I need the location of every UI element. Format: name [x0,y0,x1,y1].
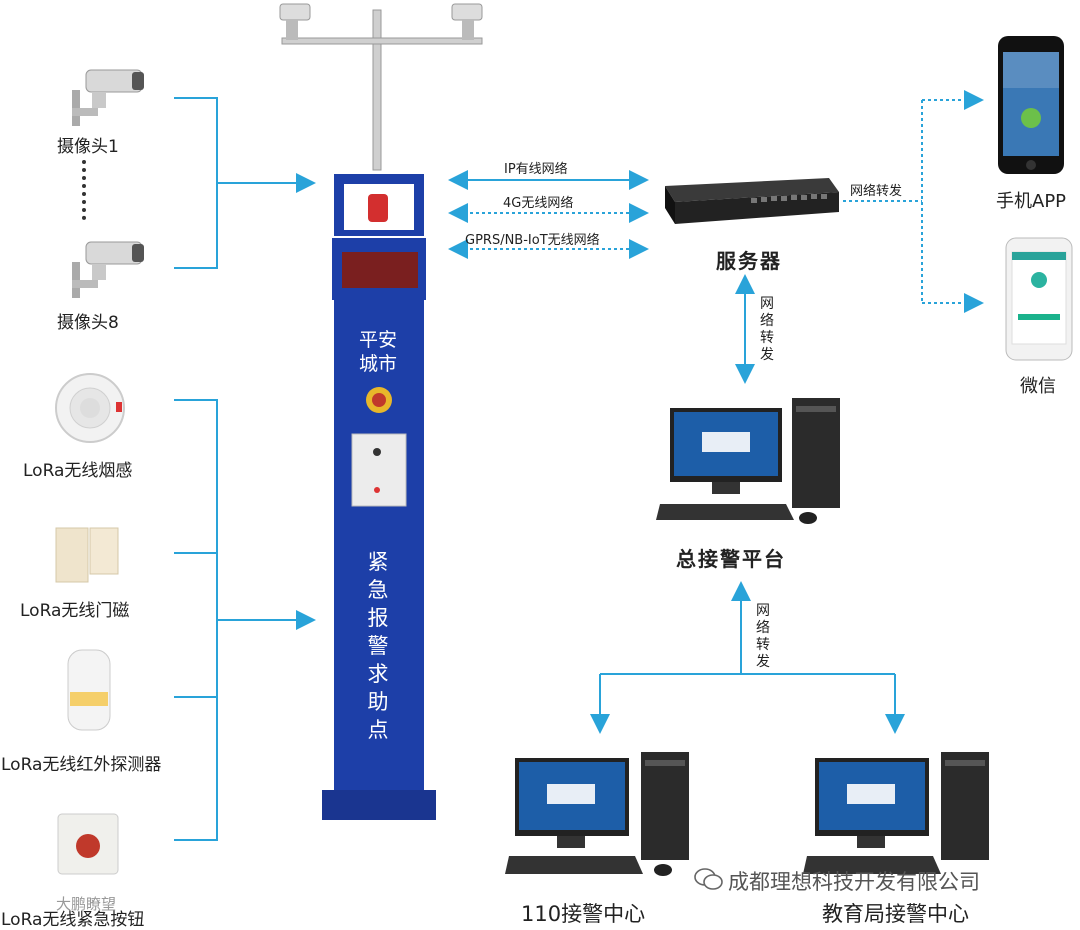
company-watermark: 成都理想科技开发有限公司 [728,870,980,894]
ip-network-label: IP有线网络 [504,162,568,177]
button-label: LoRa无线紧急按钮 [1,910,145,930]
left-watermark: 大鹏瞭望 [56,895,117,913]
gprs-network-label: GPRS/NB-IoT无线网络 [465,233,600,248]
forward-h-label: 网络转发 [850,184,903,199]
server-label: 服务器 [716,249,782,273]
camera-bracket [174,97,316,269]
smoke-label: LoRa无线烟感 [23,461,133,481]
pillar-server-links [448,170,649,259]
camera-1-label: 摄像头1 [57,137,119,157]
server-phone-links [843,90,984,313]
platform-computer-icon [656,398,840,524]
pillar-top-text: 平安城市 [358,329,397,375]
smoke-detector-icon [55,373,125,443]
forward-v2-label: 网络转发 [756,603,770,670]
edu-center-computer-icon [803,752,989,874]
server-switch-icon [665,178,839,224]
wechat-logo-icon [694,868,723,890]
edu-center-label: 教育局接警中心 [822,902,969,926]
pillar-main-text: 紧急报警求助点 [367,550,389,742]
ellipsis-dots [82,160,90,220]
phone-app-label: 手机APP [996,191,1067,212]
4g-network-label: 4G无线网络 [503,196,574,211]
infrared-detector-icon [67,649,111,731]
infrared-label: LoRa无线红外探测器 [1,755,162,775]
camera-1-icon [72,69,144,126]
center-110-label: 110接警中心 [521,902,646,926]
platform-label: 总接警平台 [676,547,786,571]
wechat-phone-icon [1005,237,1073,361]
emergency-button-icon [57,813,119,875]
platform-center-links [590,581,905,734]
sensor-bracket [174,399,316,841]
center-110-computer-icon [505,752,689,876]
wechat-label: 微信 [1020,376,1056,397]
alarm-pillar [279,3,483,820]
door-sensor-icon [55,527,119,583]
door-label: LoRa无线门磁 [20,601,130,621]
camera-8-label: 摄像头8 [57,313,119,333]
camera-8-icon [72,241,144,298]
forward-v1-label: 网络转发 [760,296,774,363]
phone-app-icon [998,36,1064,174]
